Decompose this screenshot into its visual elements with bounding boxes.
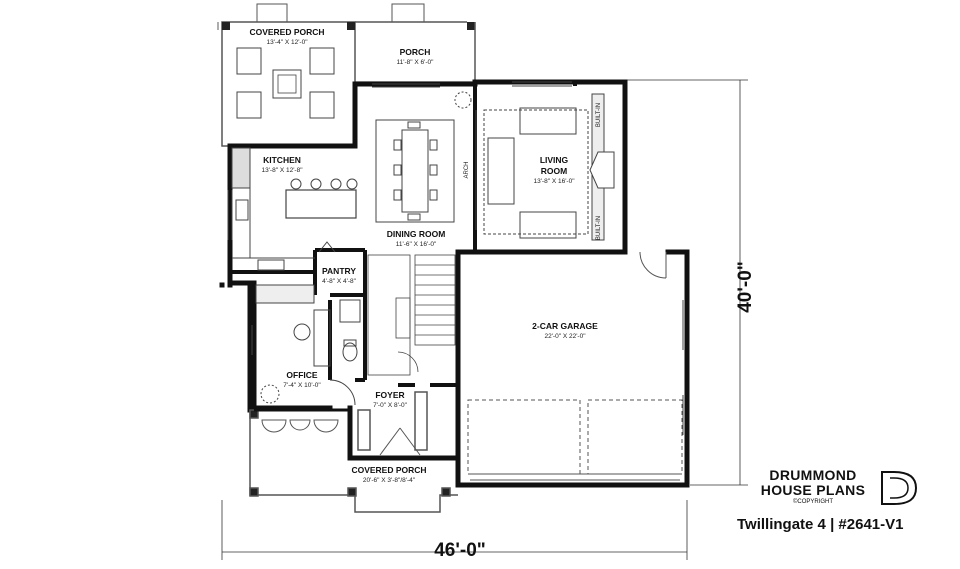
brand-d-icon bbox=[881, 471, 918, 505]
pantry-size: 4'-8" X 4'-8" bbox=[322, 278, 357, 285]
office-name: OFFICE bbox=[286, 370, 317, 380]
garage-name: 2-CAR GARAGE bbox=[532, 321, 598, 331]
foyer-name: FOYER bbox=[375, 390, 404, 400]
brand-copyright: ©COPYRIGHT bbox=[792, 499, 834, 505]
dimension-lines bbox=[217, 22, 748, 560]
foyer-size: 7'-0" X 8'-0" bbox=[373, 402, 408, 409]
covered-porch-front-size: 20'-6" X 3'-8"/8'-4" bbox=[363, 477, 416, 484]
office-furniture bbox=[255, 284, 356, 406]
powder-room bbox=[318, 241, 361, 362]
dining-name: DINING ROOM bbox=[387, 229, 446, 239]
porch-name: PORCH bbox=[400, 47, 431, 57]
covered-porch-top-size: 13'-4" X 12'-0" bbox=[266, 39, 308, 46]
arch-label: ARCH bbox=[464, 161, 470, 178]
garage-size: 22'-0" X 22'-0" bbox=[544, 333, 586, 340]
room-labels: COVERED PORCH 13'-4" X 12'-0" PORCH 11'-… bbox=[249, 27, 602, 484]
covered-porch-front-name: COVERED PORCH bbox=[351, 465, 426, 475]
brand-line-2: HOUSE PLANS bbox=[760, 482, 866, 498]
garage-doors bbox=[467, 251, 683, 481]
living-name-2: ROOM bbox=[541, 166, 567, 176]
brand-line-1: DRUMMOND bbox=[769, 467, 857, 483]
overall-width-dimension: 46'-0" bbox=[434, 540, 486, 561]
pantry-name: PANTRY bbox=[322, 266, 356, 276]
dining-table bbox=[375, 91, 472, 223]
front-porch bbox=[249, 391, 458, 513]
kitchen-size: 13'-8" X 12'-8" bbox=[261, 167, 303, 174]
brand-logo-block: DRUMMOND HOUSE PLANS ©COPYRIGHT bbox=[752, 468, 922, 514]
plan-name: Twillingate 4 | #2641-V1 bbox=[737, 516, 904, 533]
living-furniture bbox=[475, 93, 615, 241]
stairs bbox=[367, 254, 456, 376]
office-size: 7'-4" X 10'-0" bbox=[283, 382, 321, 389]
windows bbox=[227, 81, 684, 435]
brand-text: DRUMMOND HOUSE PLANS ©COPYRIGHT bbox=[752, 468, 874, 506]
covered-porch-top bbox=[221, 3, 476, 147]
kitchen-name: KITCHEN bbox=[263, 155, 301, 165]
kitchen-fixtures bbox=[231, 147, 358, 271]
dining-size: 11'-6" X 16'-0" bbox=[396, 241, 437, 248]
overall-depth-dimension: 40'-0" bbox=[735, 261, 756, 313]
built-in-top-label: BUILT-IN bbox=[596, 103, 602, 127]
living-name-1: LIVING bbox=[540, 155, 569, 165]
covered-porch-top-name: COVERED PORCH bbox=[249, 27, 324, 37]
built-in-bottom-label: BUILT-IN bbox=[596, 216, 602, 240]
porch-size: 11'-8" X 6'-0" bbox=[397, 59, 435, 66]
living-size: 13'-8" X 16'-0" bbox=[533, 178, 575, 185]
